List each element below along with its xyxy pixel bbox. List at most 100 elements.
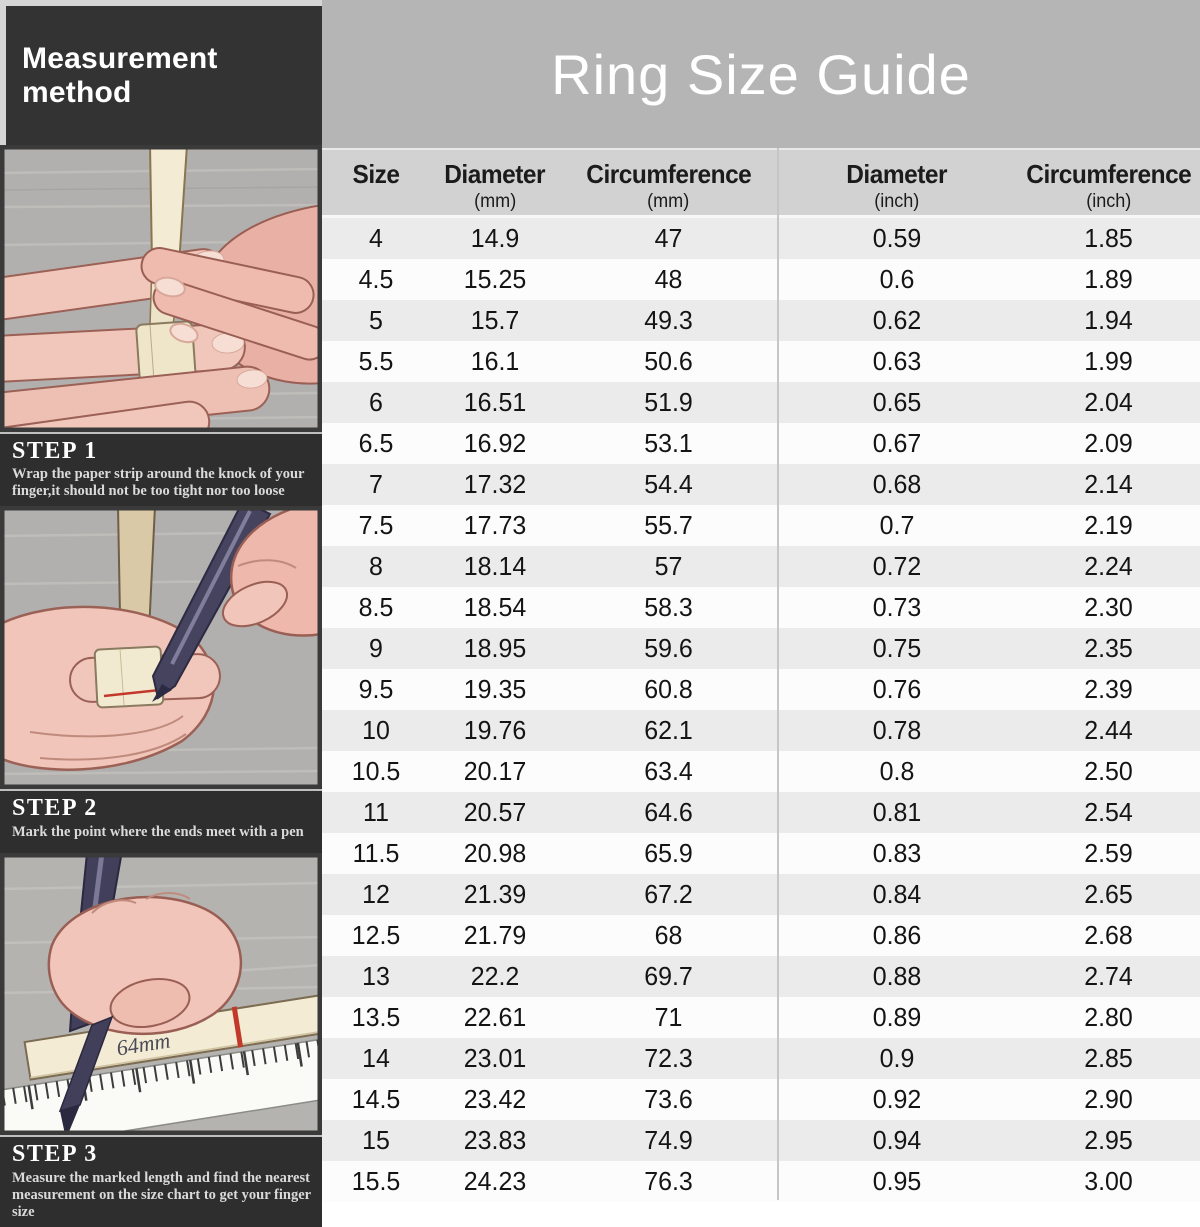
header-circumference-mm: Circumference (mm): [560, 150, 777, 215]
step3-text: Measure the marked length and find the n…: [12, 1169, 311, 1220]
table-row: 15 23.83 74.9 0.94 2.95: [322, 1120, 1200, 1161]
table-cell: 1.85: [1084, 223, 1133, 253]
right-hand-fingers: [140, 247, 322, 361]
table-cell: 0.62: [872, 305, 922, 335]
step1-illustration: [0, 145, 322, 432]
table-cell: 2.85: [1084, 1043, 1133, 1073]
table-cell: 2.50: [1084, 756, 1133, 786]
table-cell: 74.9: [644, 1125, 693, 1155]
table-cell: 54.4: [644, 469, 693, 499]
table-cell: 12.5: [351, 920, 401, 950]
header-diameter-inch: Diameter (inch): [777, 150, 1017, 215]
table-cell: 7.5: [358, 510, 394, 540]
table-cell: 6: [369, 387, 383, 417]
table-cell: 15.5: [351, 1166, 401, 1196]
table-cell: 0.9: [879, 1043, 915, 1073]
step2-illustration: [0, 506, 322, 790]
table-cell: 1.89: [1084, 264, 1133, 294]
table-cell: 8.5: [358, 592, 394, 622]
table-cell: 16.51: [463, 387, 527, 417]
table-cell: 14.9: [470, 223, 520, 253]
table-cell: 21.79: [463, 920, 527, 950]
table-cell: 5: [369, 305, 383, 335]
pen-marking-strip-illustration: [0, 506, 322, 790]
table-cell: 4: [369, 223, 383, 253]
header-label: Diameter: [846, 159, 948, 189]
table-cell: 0.94: [872, 1125, 922, 1155]
table-cell: 63.4: [644, 756, 693, 786]
table-cell: 62.1: [644, 715, 693, 745]
table-cell: 2.95: [1084, 1125, 1133, 1155]
table-cell: 2.35: [1084, 633, 1133, 663]
table-cell: 18.54: [463, 592, 527, 622]
table-cell: 2.30: [1084, 592, 1133, 622]
table-cell: 73.6: [644, 1084, 693, 1114]
table-cell: 2.59: [1084, 838, 1133, 868]
table-cell: 2.54: [1084, 797, 1133, 827]
table-cell: 16.92: [463, 428, 527, 458]
table-cell: 0.83: [872, 838, 922, 868]
table-cell: 59.6: [644, 633, 693, 663]
table-cell: 14: [362, 1043, 390, 1073]
table-cell: 18.14: [463, 551, 527, 581]
table-cell: 20.98: [463, 838, 527, 868]
table-cell: 2.39: [1084, 674, 1133, 704]
step2-text: Mark the point where the ends meet with …: [12, 823, 304, 840]
table-cell: 15: [362, 1125, 390, 1155]
table-cell: 11.5: [352, 838, 400, 868]
table-cell: 1.94: [1084, 305, 1133, 335]
table-cell: 2.04: [1084, 387, 1133, 417]
table-cell: 11: [363, 797, 389, 827]
table-cell: 2.80: [1084, 1002, 1133, 1032]
table-cell: 9.5: [358, 674, 394, 704]
ruler-measuring-strip-illustration: 64mm: [0, 853, 322, 1136]
table-cell: 69.7: [644, 961, 693, 991]
table-cell: 51.9: [644, 387, 693, 417]
table-cell: 20.57: [463, 797, 527, 827]
table-cell: 49.3: [644, 305, 693, 335]
table-cell: 15.25: [463, 264, 527, 294]
header-circumference-inch: Circumference (inch): [1017, 150, 1200, 215]
red-mark: [231, 1006, 244, 1049]
step1-panel: STEP 1 Wrap the paper strip around the k…: [0, 432, 322, 507]
ruler: [0, 1028, 322, 1136]
table-cell: 55.7: [644, 510, 693, 540]
header-unit: (inch): [1085, 191, 1132, 212]
table-cell: 0.63: [872, 346, 922, 376]
table-cell: 0.84: [872, 879, 922, 909]
table-cell: 0.67: [872, 428, 922, 458]
table-cell: 19.35: [463, 674, 527, 704]
table-cell: 64.6: [644, 797, 693, 827]
table-cell: 12: [362, 879, 390, 909]
table-cell: 23.83: [463, 1125, 527, 1155]
red-mark: [103, 689, 161, 698]
table-cell: 10: [362, 715, 390, 745]
table-cell: 67.2: [644, 879, 693, 909]
size-table-header: Size Diameter (mm) Circumference (mm) Di…: [322, 148, 1200, 218]
table-cell: 58.3: [644, 592, 693, 622]
table-cell: 13.5: [351, 1002, 401, 1032]
table-cell: 9: [369, 633, 383, 663]
table-cell: 1.99: [1084, 346, 1133, 376]
table-cell: 22.61: [463, 1002, 527, 1032]
table-cell: 23.42: [463, 1084, 527, 1114]
header-label: Diameter: [444, 159, 546, 189]
page-title: Ring Size Guide: [551, 42, 971, 106]
table-cell: 0.8: [879, 756, 915, 786]
table-cell: 2.65: [1084, 879, 1133, 909]
table-cell: 18.95: [463, 633, 527, 663]
table-cell: 47: [654, 223, 683, 253]
table-cell: 2.19: [1084, 510, 1133, 540]
table-cell: 22.2: [470, 961, 520, 991]
table-cell: 0.89: [872, 1002, 922, 1032]
table-cell: 6.5: [358, 428, 394, 458]
header-label: Circumference: [585, 159, 752, 189]
